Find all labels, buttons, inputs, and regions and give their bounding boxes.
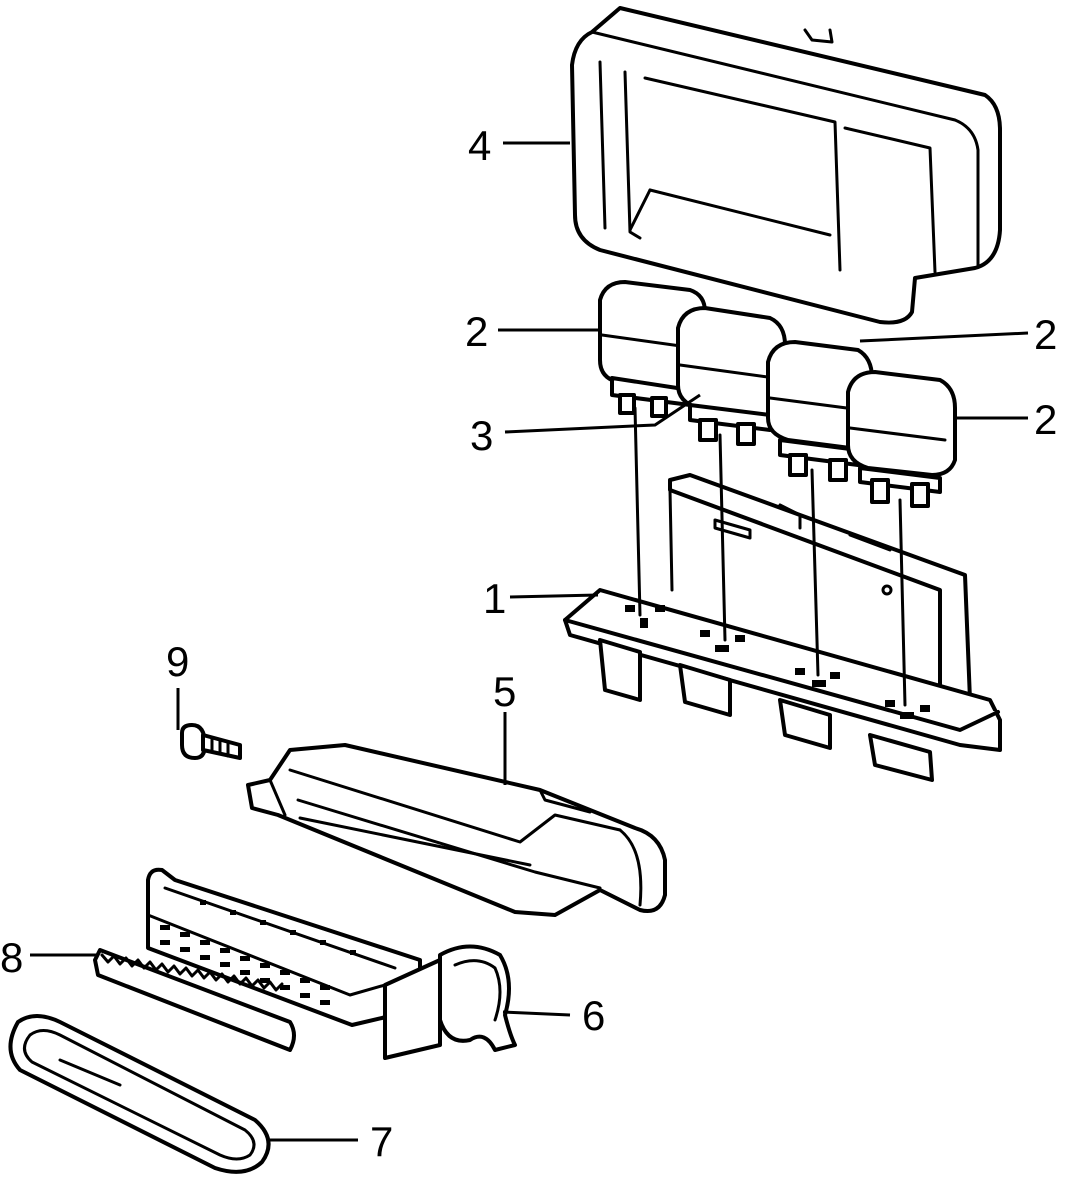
relay-2-right bbox=[846, 370, 957, 508]
callout-9: 9 bbox=[166, 638, 189, 685]
callout-8: 8 bbox=[0, 934, 23, 981]
part-9-screw bbox=[180, 723, 242, 760]
assembly-guide-lines bbox=[633, 406, 907, 707]
part-4-cover bbox=[570, 6, 1002, 325]
callout-4: 4 bbox=[468, 122, 491, 169]
callout-5: 5 bbox=[493, 668, 516, 715]
callout-3: 3 bbox=[470, 412, 493, 459]
callout-6: 6 bbox=[582, 992, 605, 1039]
part-8-terminal-strip bbox=[93, 948, 296, 1052]
callout-2-top-right: 2 bbox=[1034, 311, 1057, 358]
leader-lines bbox=[30, 141, 1029, 1142]
callout-1: 1 bbox=[483, 575, 506, 622]
callout-7: 7 bbox=[370, 1118, 393, 1165]
callout-2-right: 2 bbox=[1034, 396, 1057, 443]
part-5-connector-housing bbox=[246, 743, 667, 917]
terminal-pins bbox=[160, 900, 356, 1005]
part-6-connector-body bbox=[146, 867, 517, 1060]
callouts: 4 2 2 2 3 1 9 5 6 8 7 bbox=[0, 122, 1057, 1165]
callout-2-top-left: 2 bbox=[465, 308, 488, 355]
part-1-relay-base bbox=[563, 473, 1002, 782]
part-7-seal-ring bbox=[8, 1014, 271, 1174]
